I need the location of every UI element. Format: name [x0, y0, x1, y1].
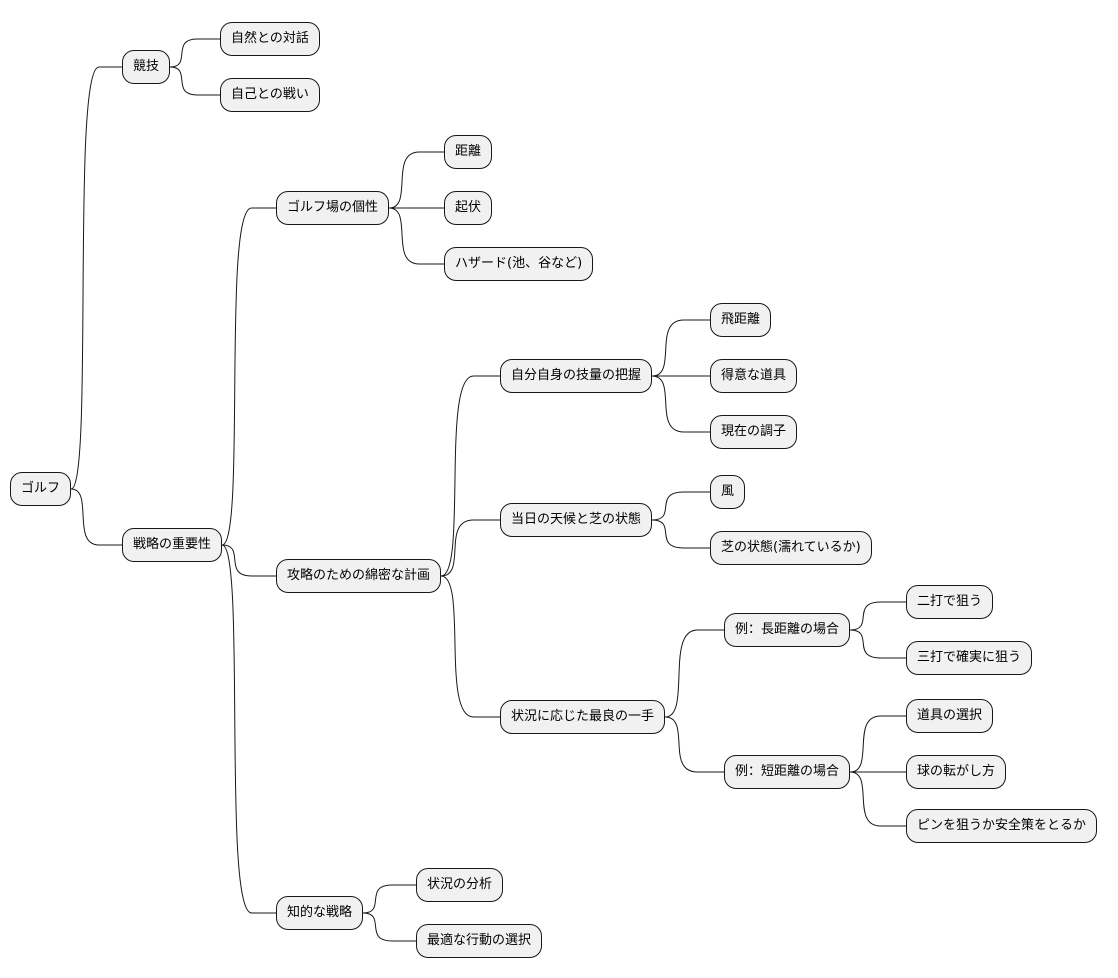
node-strategy-importance: 戦略の重要性	[122, 528, 223, 562]
connector-node-current-form	[651, 375, 710, 433]
node-own-skill: 自分自身の技量の把握	[500, 359, 653, 393]
connector-node-dialogue-with-nature	[170, 38, 220, 68]
node-two-shots: 二打で狙う	[906, 585, 994, 619]
node-pin-or-safe: ピンを狙うか安全策をとるか	[906, 809, 1098, 843]
connector-node-long-distance-example	[664, 629, 724, 718]
node-hazard: ハザード(池、谷など)	[444, 247, 594, 281]
connector-node-pin-or-safe	[849, 771, 906, 827]
connector-node-best-move	[440, 575, 500, 718]
connector-node-battle-with-self	[170, 66, 220, 96]
connector-node-club-selection	[849, 715, 906, 773]
connector-node-wind	[652, 491, 710, 521]
node-long-distance-example: 例：長距離の場合	[724, 613, 851, 647]
connector-node-situation-analysis	[363, 884, 416, 914]
node-wind: 風	[710, 475, 746, 509]
node-current-form: 現在の調子	[710, 415, 798, 449]
connector-node-turf-condition	[652, 519, 710, 549]
node-turf-condition: 芝の状態(濡れているか)	[710, 531, 872, 565]
node-distance: 距離	[444, 135, 493, 169]
connector-node-strategy-importance	[70, 488, 122, 546]
node-detailed-plan: 攻略のための綿密な計画	[276, 559, 442, 593]
node-weather-turf: 当日の天候と芝の状態	[500, 503, 653, 537]
connector-node-distance	[388, 151, 444, 209]
connector-node-three-shots	[850, 629, 906, 659]
connector-node-two-shots	[850, 601, 906, 631]
connector-node-intellectual-strategy	[221, 544, 276, 914]
connector-node-optimal-action	[363, 912, 416, 942]
node-best-move: 状況に応じた最良の一手	[500, 700, 666, 734]
connector-node-detailed-plan	[222, 544, 276, 577]
connector-node-weather-turf	[440, 519, 500, 577]
node-battle-with-self: 自己との戦い	[220, 78, 320, 112]
connector-node-carry-distance	[651, 319, 710, 377]
node-golf: ゴルフ	[10, 472, 72, 506]
node-short-distance-example: 例：短距離の場合	[724, 755, 851, 789]
node-situation-analysis: 状況の分析	[416, 868, 504, 902]
node-dialogue-with-nature: 自然との対話	[220, 22, 320, 56]
node-optimal-action: 最適な行動の選択	[416, 924, 543, 958]
node-three-shots: 三打で確実に狙う	[906, 641, 1033, 675]
node-rolling-ball: 球の転がし方	[906, 755, 1007, 789]
node-undulation: 起伏	[444, 191, 493, 225]
connector-node-own-skill	[440, 375, 500, 577]
connector-node-course-character	[221, 207, 276, 546]
node-carry-distance: 飛距離	[710, 303, 772, 337]
connector-node-competition	[70, 66, 122, 490]
connector-node-hazard	[388, 207, 444, 265]
node-club-selection: 道具の選択	[906, 699, 994, 733]
connector-node-short-distance-example	[664, 716, 724, 773]
node-competition: 競技	[122, 50, 171, 84]
node-favorite-club: 得意な道具	[710, 359, 798, 393]
node-course-character: ゴルフ場の個性	[276, 191, 390, 225]
node-intellectual-strategy: 知的な戦略	[276, 896, 364, 930]
